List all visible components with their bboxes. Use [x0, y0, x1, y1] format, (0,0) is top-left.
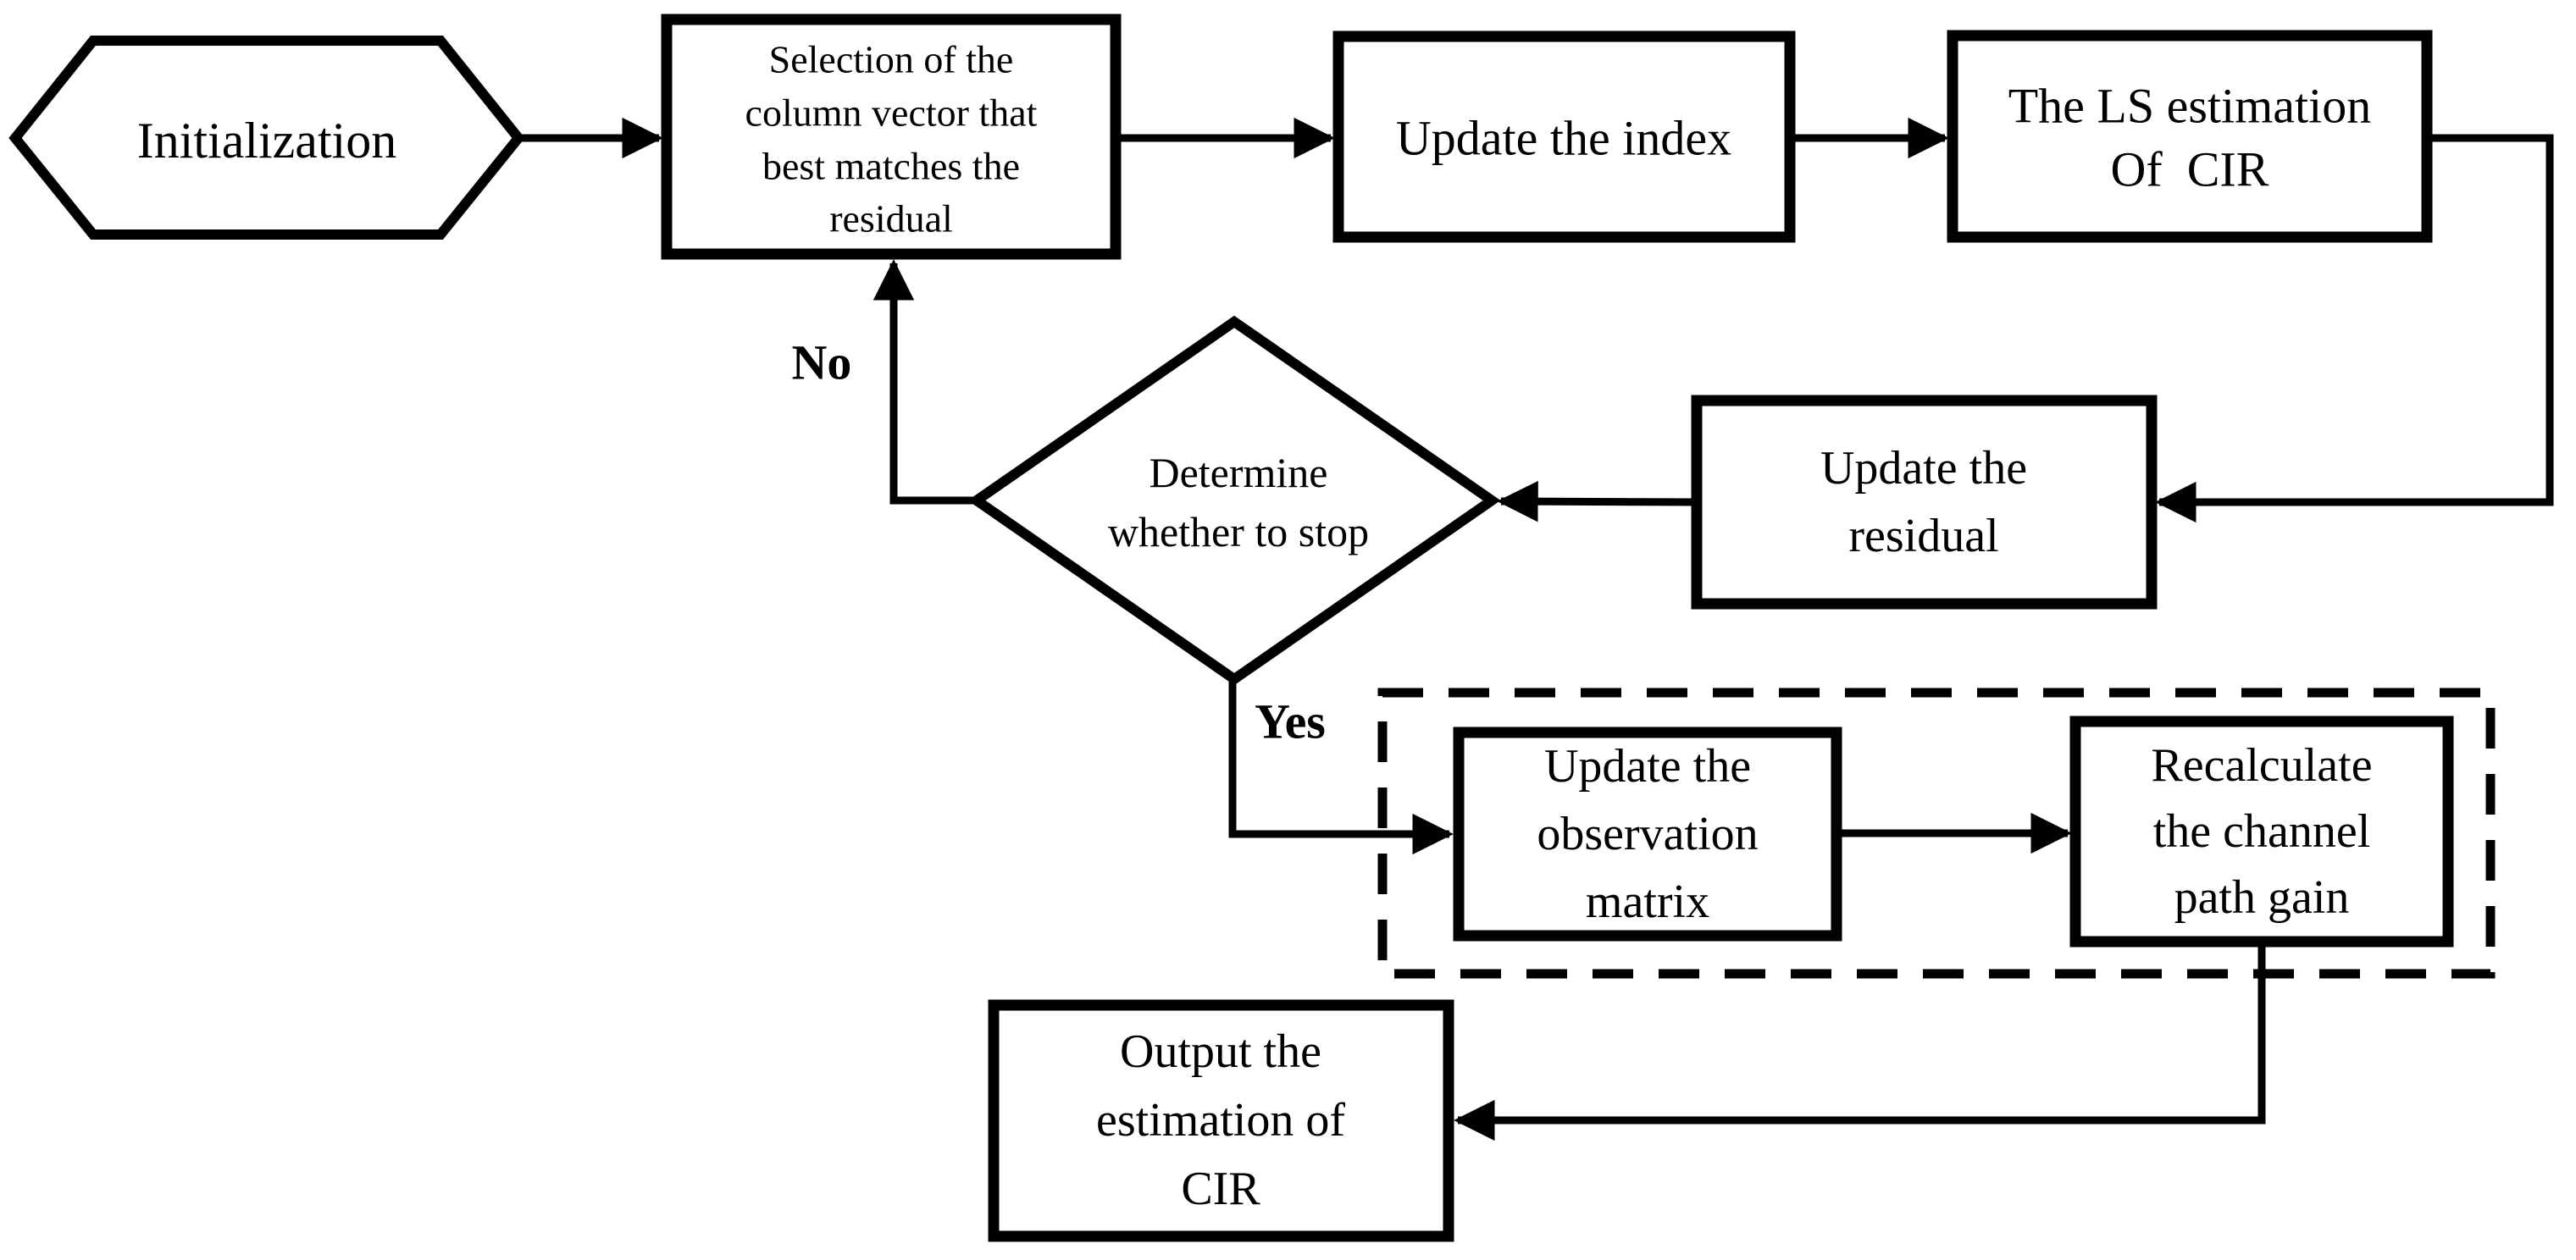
recalculate-box	[2069, 716, 2454, 948]
recalculate-line-2: the channel	[2153, 805, 2371, 858]
ls-estimation-line-1: The LS estimation	[2008, 79, 2372, 134]
update-index-label: Update the index	[1396, 111, 1731, 166]
decision-line-2: whether to stop	[1108, 508, 1369, 555]
arrow-recalculate-to-output	[1454, 942, 2266, 1141]
dashed-group-box	[1377, 688, 2496, 979]
recalculate-line-1: Recalculate	[2151, 739, 2372, 792]
selection-line-1: Selection of the	[769, 38, 1014, 81]
arrow-ls-to-residual	[2155, 134, 2554, 523]
no-label: No	[792, 335, 852, 390]
update-residual-box	[1691, 395, 2158, 610]
decision-line-1: Determine	[1149, 449, 1327, 496]
selection-line-3: best matches the	[762, 145, 1020, 188]
update-observation-line-3: matrix	[1586, 876, 1709, 928]
update-observation-line-2: observation	[1537, 808, 1758, 860]
yes-label: Yes	[1255, 694, 1326, 749]
output-box	[988, 999, 1454, 1242]
selection-line-2: column vector that	[745, 91, 1038, 135]
update-residual-line-2: residual	[1848, 510, 1998, 562]
decision-diamond	[967, 315, 1501, 686]
output-line-2: estimation of	[1096, 1094, 1345, 1147]
output-line-1: Output the	[1120, 1025, 1321, 1078]
arrow-residual-to-decision	[1497, 480, 1698, 522]
ls-estimation-box	[1947, 30, 2433, 243]
update-residual-line-1: Update the	[1820, 442, 2027, 495]
selection-line-4: residual	[829, 197, 953, 240]
start-hexagon-label: Initialization	[137, 113, 397, 169]
arrow-no-branch	[873, 259, 977, 505]
recalculate-line-3: path gain	[2174, 871, 2350, 924]
ls-estimation-line-2: Of CIR	[2111, 142, 2269, 197]
arrow-yes-branch	[1228, 679, 1454, 855]
output-line-3: CIR	[1181, 1163, 1260, 1215]
update-observation-box	[1453, 727, 1842, 942]
update-observation-line-1: Update the	[1544, 740, 1751, 793]
selection-box	[661, 14, 1122, 260]
